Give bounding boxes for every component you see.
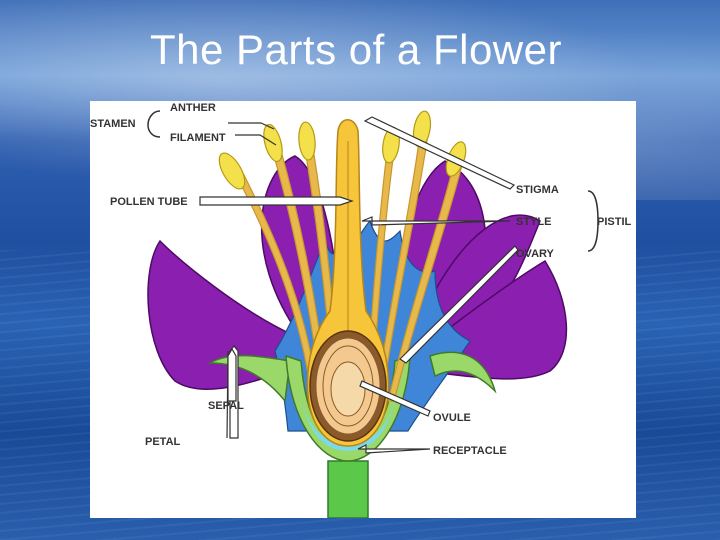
label-stigma: STIGMA bbox=[516, 184, 559, 196]
flower-diagram-svg: STAMEN ANTHER FILAMENT POLLEN TUBE STIGM… bbox=[90, 102, 632, 518]
stamen-bracket bbox=[147, 110, 161, 138]
label-receptacle: RECEPTACLE bbox=[433, 445, 507, 457]
label-style: STYLE bbox=[516, 216, 551, 228]
label-petal: PETAL bbox=[145, 436, 181, 448]
flower-diagram: STAMEN ANTHER FILAMENT POLLEN TUBE STIGM… bbox=[90, 101, 636, 518]
label-anther: ANTHER bbox=[170, 102, 216, 114]
stem bbox=[327, 460, 369, 518]
label-ovule: OVULE bbox=[433, 412, 471, 424]
label-ovary: OVARY bbox=[516, 248, 555, 260]
ovule bbox=[330, 361, 366, 417]
leader-lines bbox=[199, 116, 519, 454]
slide-title: The Parts of a Flower bbox=[150, 26, 562, 73]
pistil-bracket bbox=[587, 190, 599, 252]
label-stamen: STAMEN bbox=[90, 118, 136, 130]
sepal-left bbox=[207, 354, 291, 403]
petal-left bbox=[147, 239, 312, 391]
receptacle-light bbox=[301, 401, 395, 451]
label-filament: FILAMENT bbox=[170, 132, 226, 144]
label-pistil: PISTIL bbox=[597, 216, 632, 228]
label-sepal: SEPAL bbox=[208, 400, 244, 412]
label-pollen-tube: POLLEN TUBE bbox=[110, 196, 188, 208]
sepal-right bbox=[429, 351, 497, 394]
